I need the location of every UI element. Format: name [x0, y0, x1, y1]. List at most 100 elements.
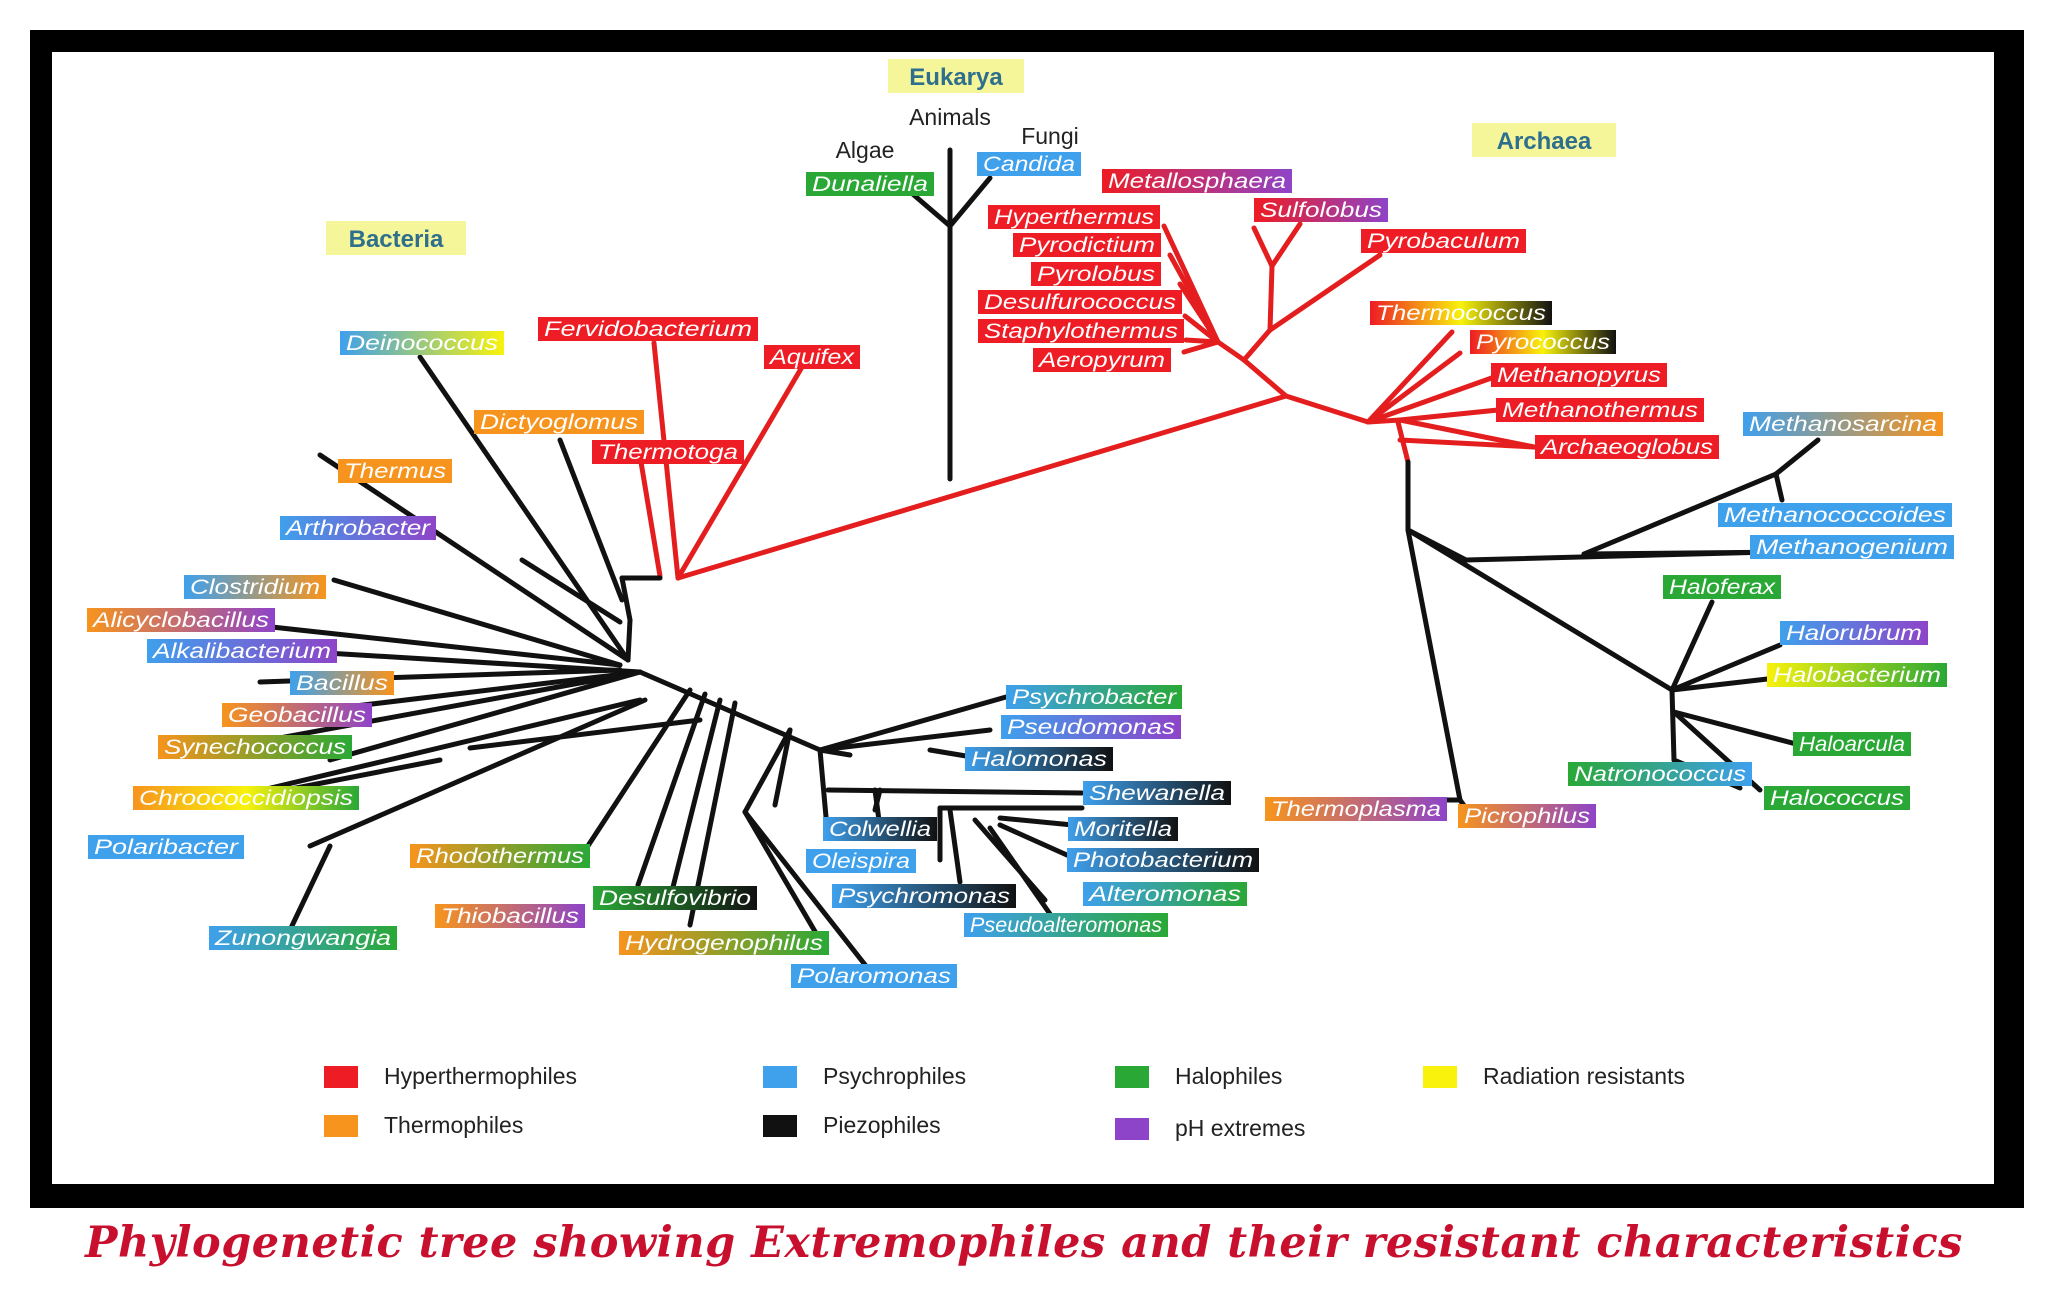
organism-halomonas: Halomonas — [965, 747, 1113, 771]
organism-desulfovibrio: Desulfovibrio — [593, 886, 757, 910]
tree-branch — [1251, 225, 1275, 269]
figure-caption: Phylogenetic tree showing Extremophiles … — [85, 1218, 1963, 1268]
organism-label-bg — [1663, 575, 1781, 599]
tree-branch — [872, 787, 883, 813]
tree-branch — [327, 669, 643, 763]
tree-branch — [947, 807, 963, 885]
organism-label: Metallosphaera — [1108, 170, 1286, 193]
organism-label-bg — [832, 884, 1016, 908]
tree-branch — [670, 697, 723, 890]
organism-label-bg — [1361, 229, 1526, 253]
organism-label-bg — [87, 608, 275, 632]
tree-branch — [1395, 419, 1411, 465]
tree-branch — [247, 697, 643, 796]
legend-item-radiation: Radiation resistants — [1423, 1063, 1685, 1090]
legend-swatch — [324, 1114, 358, 1137]
tree-branch — [1773, 437, 1821, 477]
organism-geobacillus: Geobacillus — [222, 703, 372, 727]
organism-label-bg — [1067, 848, 1259, 872]
organism-label: Polaromonas — [797, 965, 952, 988]
tree-branch — [1405, 527, 1463, 803]
organism-label-bg — [1031, 262, 1161, 286]
tree-branch — [817, 727, 993, 753]
organism-label: Hydrogenophilus — [625, 932, 824, 955]
organism-label: Halorubrum — [1786, 622, 1922, 645]
organism-label-bg — [184, 575, 326, 599]
organism-label: Haloferax — [1669, 576, 1777, 599]
organism-alteromonas: Alteromonas — [1083, 882, 1247, 906]
organism-dunaliella: Dunaliella — [806, 172, 934, 196]
organism-label-bg — [977, 152, 1081, 176]
organism-staphylothermus: Staphylothermus — [978, 319, 1184, 343]
organism-chroococcidiopsis: Chroococcidiopsis — [133, 786, 359, 810]
legend-swatch — [1423, 1065, 1457, 1088]
organism-label-bg — [806, 849, 916, 873]
domain-label: Archaea — [1497, 128, 1592, 155]
organism-polaromonas: Polaromonas — [791, 964, 957, 988]
organism-label: Psychrobacter — [1012, 686, 1177, 709]
tree-branch — [1671, 709, 1803, 748]
organism-label-bg — [133, 786, 359, 810]
legend-label: Radiation resistants — [1483, 1063, 1685, 1089]
tree-branch — [1397, 417, 1537, 450]
organism-hydrogenophilus: Hydrogenophilus — [619, 931, 829, 955]
organism-pyrococcus: Pyrococcus — [1470, 330, 1616, 354]
organism-label-bg — [1001, 715, 1181, 739]
legend-label: Piezophiles — [823, 1112, 941, 1138]
organism-halorubrum: Halorubrum — [1780, 621, 1928, 645]
tree-branch — [742, 727, 793, 815]
organism-label-bg — [619, 931, 829, 955]
organism-label-bg — [593, 886, 757, 910]
organism-thermococcus: Thermococcus — [1370, 301, 1552, 325]
organism-fervidobacterium: Fervidobacterium — [538, 317, 758, 341]
organism-methanococcoides: Methanococcoides — [1718, 503, 1952, 527]
tree-branch — [817, 747, 830, 831]
organism-label-bg — [1750, 535, 1954, 559]
organism-label-bg — [538, 317, 758, 341]
legend-label: Thermophiles — [384, 1112, 524, 1138]
organism-label-bg — [410, 844, 590, 868]
organism-label: Clostridium — [190, 576, 320, 599]
tree-branch — [772, 727, 793, 808]
organism-label-bg — [1568, 762, 1752, 786]
organism-natronococcus: Natronococcus — [1568, 762, 1752, 786]
organism-labels: DunaliellaCandidaMetallosphaeraSulfolobu… — [87, 152, 1954, 988]
legend-item-hyper: Hyperthermophiles — [324, 1063, 577, 1090]
organism-hyperthermus: Hyperthermus — [988, 205, 1160, 229]
tree-branch — [1405, 527, 1469, 563]
organism-label-bg — [791, 964, 957, 988]
organism-methanogenium: Methanogenium — [1750, 535, 1954, 559]
organism-pyrobaculum: Pyrobaculum — [1361, 229, 1526, 253]
organism-label: Haloarcula — [1799, 733, 1905, 756]
organism-label-bg — [158, 735, 352, 759]
domain-archaea: Archaea — [1472, 123, 1616, 157]
organism-label-bg — [1767, 663, 1947, 687]
tree-branch — [1365, 329, 1455, 425]
tree-branch — [1182, 313, 1221, 345]
organism-label-bg — [1083, 882, 1247, 906]
organism-polaribacter: Polaribacter — [88, 835, 244, 859]
tree-branch — [1365, 372, 1503, 425]
domain-label: Eukarya — [909, 64, 1003, 91]
organism-label: Shewanella — [1089, 782, 1225, 805]
organism-label-bg — [1743, 412, 1943, 436]
tree-branch — [637, 453, 663, 579]
organism-label: Chroococcidiopsis — [139, 787, 354, 810]
tree-branch — [1177, 281, 1221, 345]
organism-label-bg — [978, 319, 1184, 343]
organism-label: Alicyclobacillus — [91, 609, 270, 632]
organism-alkalibacterium: Alkalibacterium — [147, 639, 337, 663]
organism-label: Thermococcus — [1376, 302, 1547, 325]
tree-branch — [1669, 675, 1779, 693]
organism-photobacterium: Photobacterium — [1067, 848, 1259, 872]
tree-branch — [1241, 357, 1289, 399]
organism-psychrobacter: Psychrobacter — [1006, 685, 1182, 709]
organism-label: Candida — [983, 153, 1075, 176]
organism-methanothermus: Methanothermus — [1496, 398, 1704, 422]
organism-label: Aeropyrum — [1037, 349, 1165, 372]
legend-swatch — [763, 1065, 797, 1088]
tree-branch — [1397, 407, 1501, 423]
tree-branch — [619, 575, 633, 623]
organism-haloferax: Haloferax — [1663, 575, 1781, 599]
organism-label-bg — [764, 345, 860, 369]
